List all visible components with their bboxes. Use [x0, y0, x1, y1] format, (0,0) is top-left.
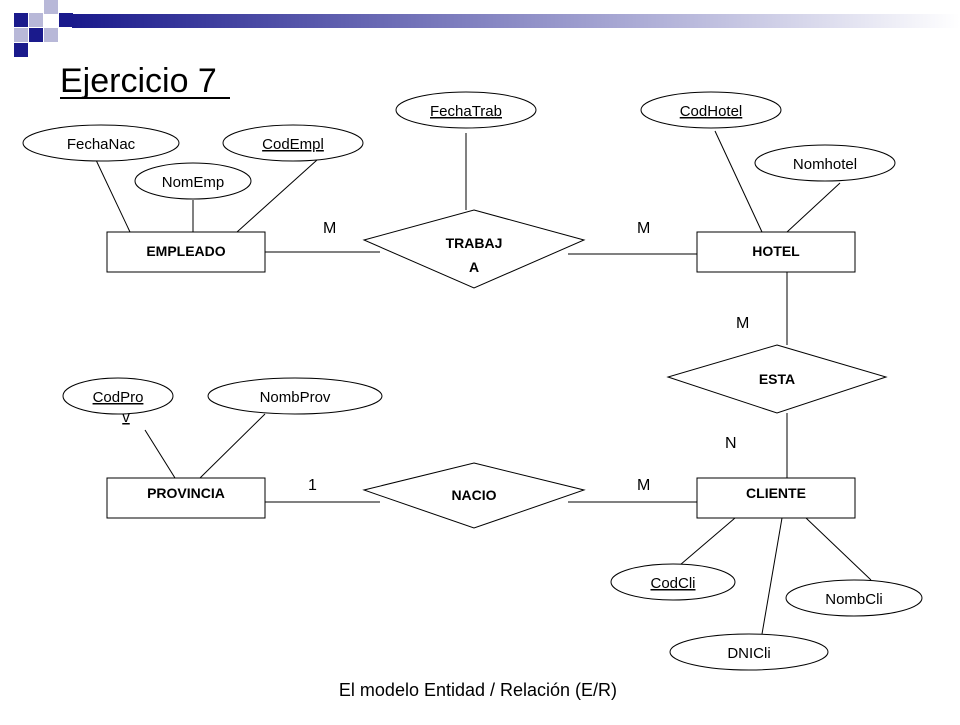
attribute-key-label-line2: v	[122, 409, 130, 426]
line-codhotel	[714, 130, 763, 233]
relation-label: NACIO	[451, 487, 496, 503]
attribute-codcli: CodCli	[610, 563, 736, 601]
cardinality-nacio-provincia: 1	[308, 477, 317, 494]
attribute-label: NomEmp	[162, 174, 225, 191]
slide-title: Ejercicio 7	[60, 62, 217, 100]
attribute-codempl: CodEmpl	[222, 124, 364, 162]
line-codempl	[236, 159, 318, 233]
deco-square-light	[44, 28, 58, 42]
attribute-label: Nomhotel	[793, 156, 857, 173]
line-nombcli	[805, 517, 872, 581]
line-fechanac	[95, 159, 131, 233]
cardinality-esta-cliente: N	[725, 435, 737, 452]
header-gradient-bar	[72, 14, 960, 28]
attribute-codhotel: CodHotel	[640, 91, 782, 129]
entity-provincia: PROVINCIA	[106, 477, 266, 519]
attribute-key-label: CodHotel	[680, 103, 743, 120]
attribute-nombprov: NombProv	[207, 377, 383, 415]
deco-square-light	[29, 13, 43, 27]
attribute-nomhotel: Nomhotel	[754, 144, 896, 182]
line-codcli	[679, 517, 736, 566]
entity-label: HOTEL	[752, 243, 800, 259]
attribute-fechatrab: FechaTrab	[395, 91, 537, 129]
deco-square-dark	[14, 43, 28, 57]
cardinality-trabaja-hotel: M	[637, 220, 650, 237]
line-codprov	[144, 429, 176, 479]
cardinality-esta-hotel: M	[736, 315, 749, 332]
cardinality-trabaja-empleado: M	[323, 220, 336, 237]
attribute-key-label: CodCli	[650, 575, 695, 592]
attribute-label: DNICli	[727, 645, 770, 662]
line-nombprov	[199, 413, 266, 479]
deco-square-dark	[59, 13, 73, 27]
relation-esta: ESTA	[666, 344, 888, 414]
attribute-dnicli: DNICli	[669, 633, 829, 671]
deco-square-light	[14, 28, 28, 42]
attribute-label: NombProv	[260, 389, 331, 406]
attribute-key-label: CodEmpl	[262, 136, 324, 153]
deco-square-dark	[14, 13, 28, 27]
relation-label-line1: TRABAJ	[446, 235, 503, 251]
entity-label: CLIENTE	[746, 485, 806, 501]
line-nomhotel	[786, 182, 841, 233]
header-decoration	[14, 0, 960, 57]
entity-label: EMPLEADO	[146, 243, 225, 259]
attribute-label: NombCli	[825, 591, 883, 608]
relation-nacio: NACIO	[362, 462, 586, 529]
attribute-nomemp: NomEmp	[134, 162, 252, 200]
attribute-codprov: CodPro v	[62, 377, 174, 426]
attribute-key-label-line1: CodPro	[93, 389, 144, 406]
attribute-nombcli: NombCli	[785, 579, 923, 617]
relation-label-line2: A	[469, 259, 479, 275]
entity-label: PROVINCIA	[147, 485, 225, 501]
attribute-key-label: FechaTrab	[430, 103, 502, 120]
cardinality-nacio-cliente: M	[637, 477, 650, 494]
line-dnicli	[761, 517, 783, 635]
attribute-label: FechaNac	[67, 136, 136, 153]
attribute-fechanac: FechaNac	[22, 124, 180, 162]
entity-empleado: EMPLEADO	[106, 231, 266, 273]
entity-cliente: CLIENTE	[696, 477, 856, 519]
deco-square-dark	[29, 28, 43, 42]
entity-hotel: HOTEL	[696, 231, 856, 273]
relation-label: ESTA	[759, 371, 795, 387]
slide-footer: El modelo Entidad / Relación (E/R)	[339, 680, 617, 700]
relation-trabaja: TRABAJ A	[362, 209, 586, 289]
deco-square-light	[44, 0, 58, 14]
connectors	[95, 130, 872, 635]
